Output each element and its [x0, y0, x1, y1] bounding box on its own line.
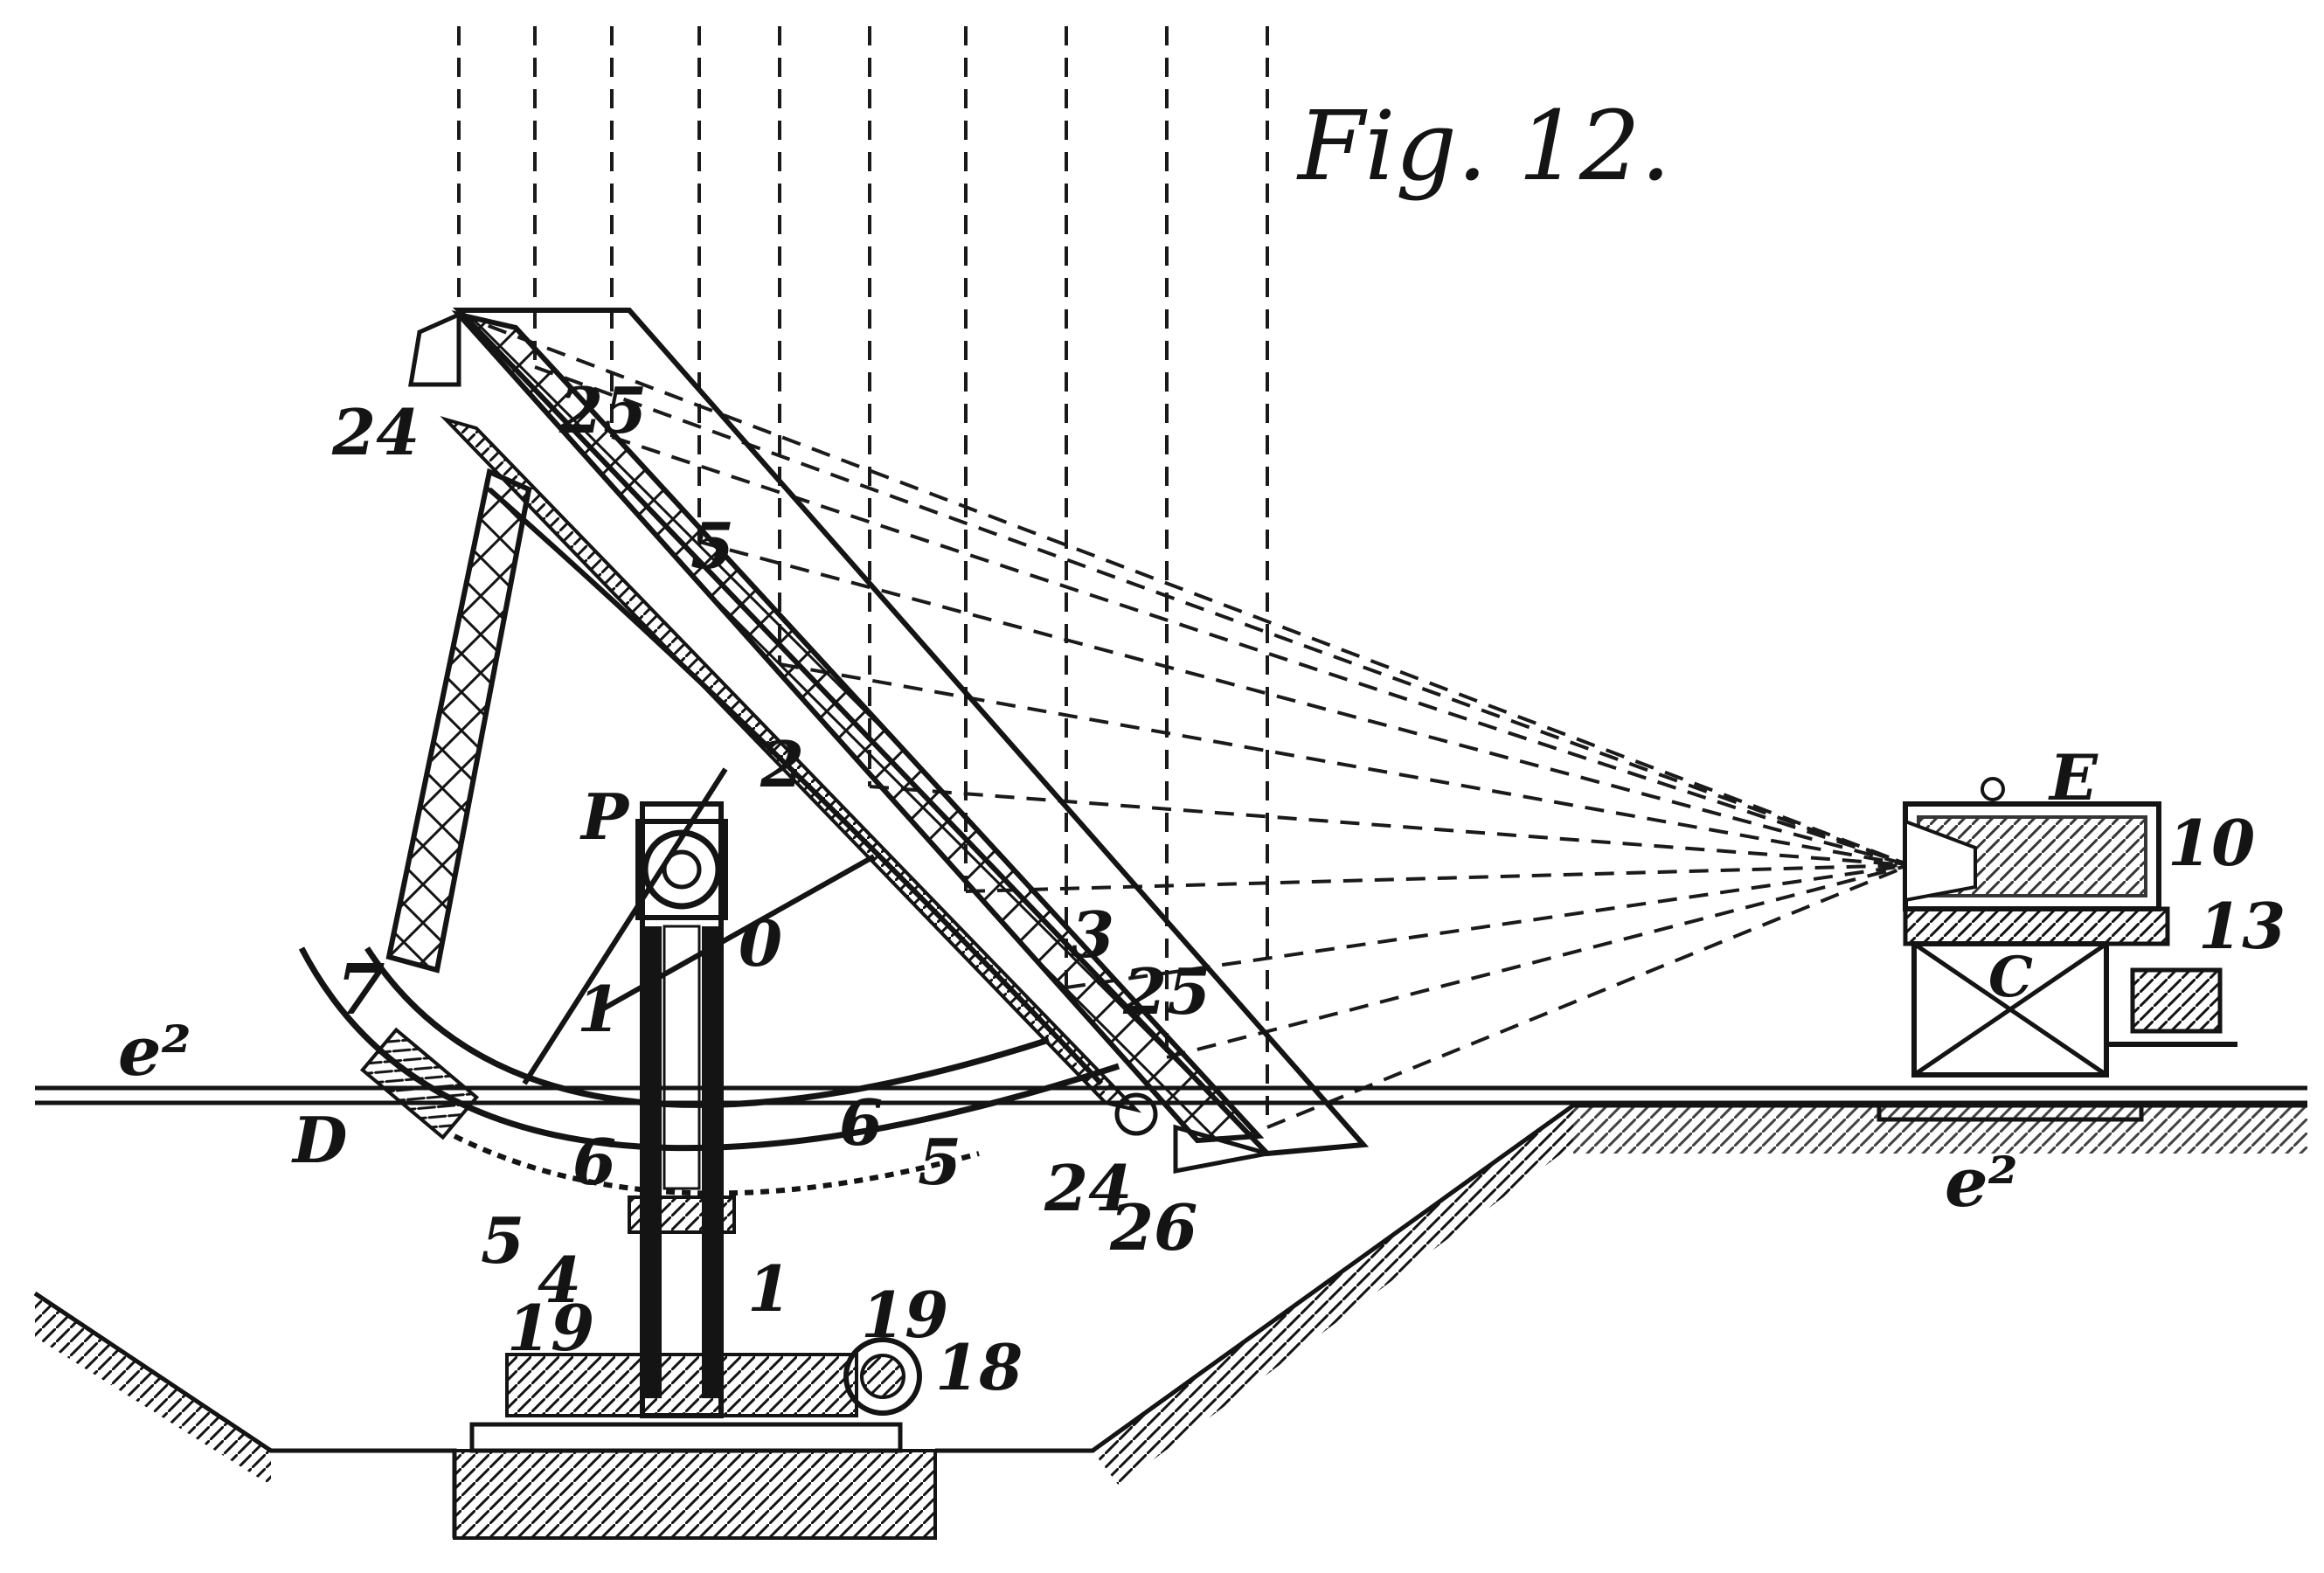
label-24-top: 24	[331, 395, 420, 469]
ground-terrain	[33, 1103, 2307, 1540]
label-26: 26	[1109, 1190, 1197, 1265]
label-6-left: 6	[572, 1125, 616, 1199]
reflector-frame	[408, 308, 1370, 1175]
label-D: D	[291, 1103, 347, 1177]
label-10: 10	[2168, 806, 2255, 880]
label-25-top: 25	[558, 373, 647, 447]
reference-labels: 24 25 5 2 P 0 1 7 e² D 6 6 5 5 4 3 25 24…	[118, 373, 2286, 1404]
reflected-rays	[458, 313, 1911, 1129]
label-e2-right: e²	[1945, 1143, 2018, 1223]
label-13: 13	[2198, 889, 2286, 963]
label-24-bottom: 24	[1044, 1151, 1132, 1225]
label-0: 0	[739, 906, 782, 981]
label-18: 18	[935, 1330, 1023, 1404]
label-C: C	[1988, 945, 2033, 1010]
label-25-bottom: 25	[1122, 954, 1211, 1029]
boiler-receiver	[1877, 777, 2237, 1122]
gear-arc	[298, 946, 1120, 1196]
label-19-left: 19	[507, 1291, 594, 1365]
label-5-upper: 5	[690, 509, 734, 583]
label-5-right: 5	[918, 1125, 961, 1199]
label-6-right: 6	[839, 1085, 883, 1160]
label-7: 7	[336, 948, 385, 1030]
label-2: 2	[760, 727, 804, 801]
label-1-upper: 1	[577, 972, 621, 1046]
label-19-right: 19	[861, 1278, 948, 1352]
label-P: P	[579, 780, 630, 854]
pedestal-column	[469, 801, 922, 1453]
label-e2-left: e²	[118, 1012, 191, 1091]
lattice-strut	[385, 468, 532, 974]
label-5-left: 5	[481, 1203, 524, 1278]
figure-title: Fig. 12.	[1296, 90, 1671, 202]
label-3: 3	[1071, 897, 1114, 972]
label-1-lower: 1	[747, 1251, 791, 1326]
label-4: 4	[538, 1243, 581, 1317]
label-E: E	[2048, 740, 2099, 814]
